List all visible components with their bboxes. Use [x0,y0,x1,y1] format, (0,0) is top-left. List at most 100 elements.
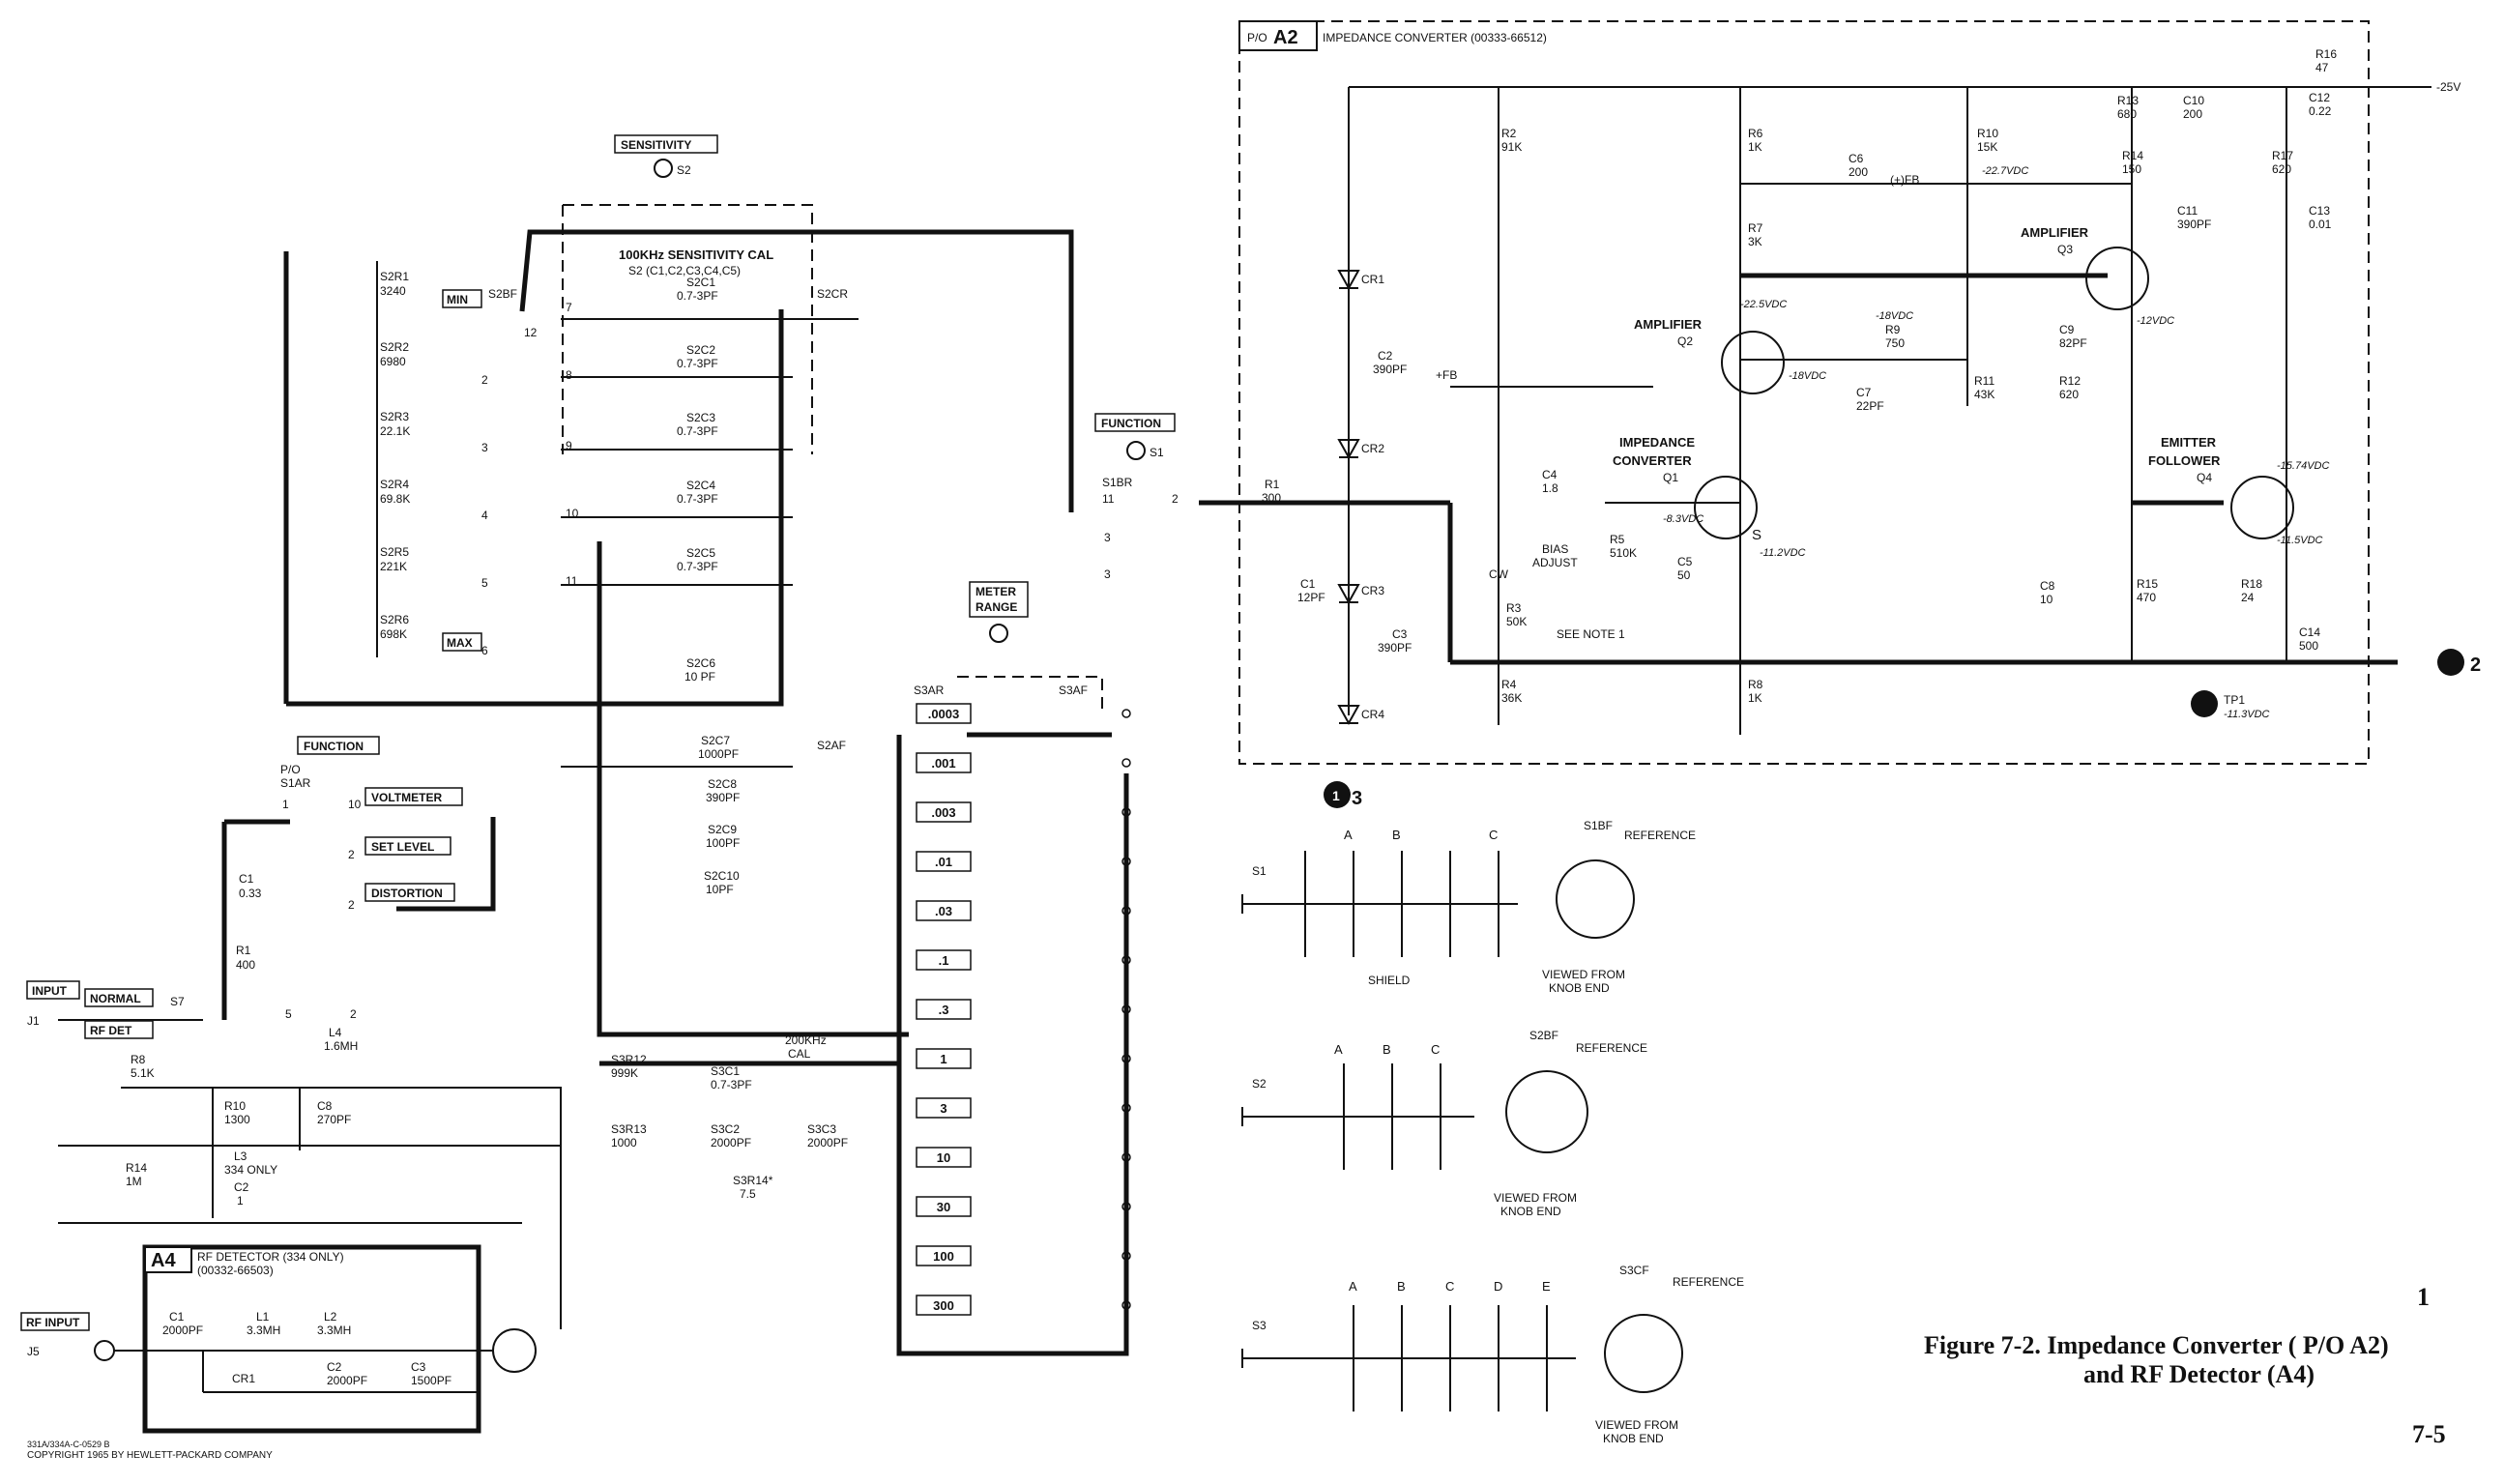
meter-range-dashed [957,676,1103,715]
tp1-testpoint [2191,690,2218,717]
range-box [916,703,972,724]
svg-text:R4: R4 [1501,678,1517,691]
svg-text:S1BF: S1BF [1584,819,1613,832]
svg-text:BIAS: BIAS [1542,542,1568,556]
svg-text:24: 24 [2241,591,2255,604]
svg-text:C4: C4 [1542,468,1558,481]
ground-marker-1 [1324,781,1351,808]
svg-text:698K: 698K [380,627,407,641]
svg-text:C5: C5 [1677,555,1693,568]
range-contact [1121,758,1131,768]
svg-text:S1: S1 [1252,864,1267,878]
switch-view-s3: S3 A B C D E S3CF REFERENCE VIEWED FROM … [1241,1264,1744,1445]
distortion-label: DISTORTION [371,887,443,900]
svg-text:5: 5 [481,576,488,590]
svg-text:-22.7VDC: -22.7VDC [1982,165,2028,177]
svg-text:1000PF: 1000PF [698,747,739,761]
svg-text:1K: 1K [1748,140,1762,154]
rf-input-jack-icon [94,1340,115,1361]
range-contact [1121,807,1131,817]
drawing-number: 331A/334A-C-0529 B [27,1440,110,1449]
svg-text:C2: C2 [1378,349,1393,363]
a2-tag: P/O [1247,31,1267,44]
figure-caption-line1: Figure 7-2. Impedance Converter ( P/O A2… [1924,1331,2389,1359]
svg-text:3: 3 [1104,567,1111,581]
svg-text:390PF: 390PF [706,791,740,804]
svg-text:C11: C11 [2177,204,2198,218]
svg-text:-18VDC: -18VDC [1789,370,1826,382]
svg-text:69.8K: 69.8K [380,492,410,506]
svg-text:B: B [1397,1279,1406,1294]
svg-text:C6: C6 [1849,152,1864,165]
svg-text:S3C2: S3C2 [711,1122,740,1136]
svg-text:VIEWED FROM: VIEWED FROM [1542,968,1625,981]
svg-text:E: E [1542,1279,1551,1294]
stage-label-q1b: CONVERTER [1613,453,1692,468]
svg-text:C: C [1489,828,1498,842]
svg-text:S3: S3 [1252,1319,1267,1332]
svg-text:-11.5VDC: -11.5VDC [2277,535,2323,546]
input-label: INPUT [32,984,68,998]
svg-text:2: 2 [481,373,488,387]
switch-view-s2: S2 A B C S2BF REFERENCE VIEWED FROM KNOB… [1241,1029,1647,1218]
svg-text:-15.74VDC: -15.74VDC [2277,460,2329,472]
range-box [916,1147,972,1168]
svg-text:S2R4: S2R4 [380,478,409,491]
svg-text:S3C1: S3C1 [711,1064,740,1078]
stage-q1-id: Q1 [1663,471,1678,484]
svg-text:C2: C2 [327,1360,342,1374]
svg-text:CR1: CR1 [232,1372,255,1385]
sens-cal-parts: S2 (C1,C2,C3,C4,C5) [628,264,741,277]
range-contact [1121,1054,1131,1063]
range-label: .03 [935,904,952,918]
input-wires [58,1019,562,1329]
svg-text:6: 6 [481,644,488,657]
svg-text:C2: C2 [234,1180,249,1194]
a2-supply-label: -25V [2436,80,2460,94]
svg-text:750: 750 [1885,336,1905,350]
svg-text:S2CR: S2CR [817,287,848,301]
svg-text:S2R5: S2R5 [380,545,409,559]
svg-text:S2: S2 [1252,1077,1267,1091]
svg-text:D: D [1494,1279,1502,1294]
range-contact [1121,906,1131,916]
range-label: 10 [937,1150,950,1165]
stage-q4-id: Q4 [2197,471,2212,484]
svg-text:400: 400 [236,958,255,972]
svg-text:2: 2 [1172,492,1179,506]
svg-text:R12: R12 [2059,374,2081,388]
sens-position-labels: 12 7 8 9 10 11 2 3 4 5 6 [481,301,579,657]
range-label: 30 [937,1200,950,1214]
a2-tag-box [1238,20,1318,51]
sensitivity-header: SENSITIVITY [621,138,691,152]
svg-text:91K: 91K [1501,140,1522,154]
svg-text:S2: S2 [677,163,691,177]
svg-text:334 ONLY: 334 ONLY [224,1163,277,1177]
svg-text:R2: R2 [1501,127,1517,140]
svg-text:8: 8 [566,368,572,382]
svg-text:A: A [1349,1279,1357,1294]
svg-text:9: 9 [566,439,572,452]
svg-text:VIEWED FROM: VIEWED FROM [1595,1418,1678,1432]
svg-text:C1: C1 [1300,577,1316,591]
svg-text:S1BR: S1BR [1102,476,1133,489]
svg-text:C1: C1 [239,872,254,886]
svg-text:390PF: 390PF [1373,363,1407,376]
svg-text:S2C4: S2C4 [686,479,715,492]
svg-text:C: C [1445,1279,1454,1294]
normal-label: NORMAL [90,992,141,1005]
range-box [916,1295,972,1316]
svg-text:1.8: 1.8 [1542,481,1558,495]
svg-text:R8: R8 [131,1053,146,1066]
range-box [916,1245,972,1266]
svg-text:390PF: 390PF [1378,641,1412,655]
rf-input-label: RF INPUT [26,1316,80,1329]
svg-text:S3AR: S3AR [914,684,945,697]
meter-range-line1: METER [975,585,1016,598]
svg-text:47: 47 [2315,61,2329,74]
range-box [916,999,972,1020]
svg-text:S3CF: S3CF [1619,1264,1649,1277]
range-contact [1121,857,1131,866]
